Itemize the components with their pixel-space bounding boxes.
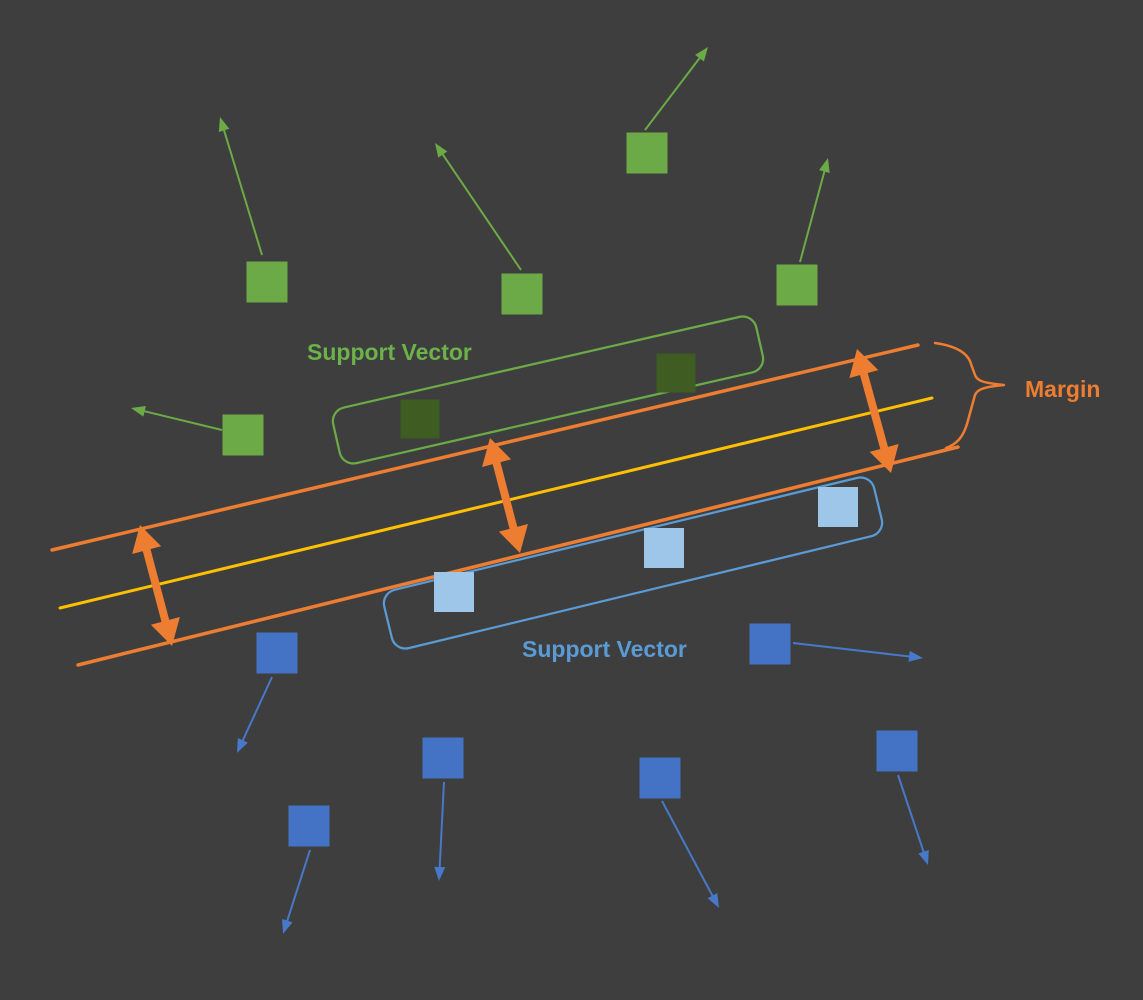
blue-outlier-arrow-shaft bbox=[438, 781, 445, 871]
green-outlier-arrow-shaft bbox=[440, 151, 522, 271]
green-outlier-arrow-shaft bbox=[222, 127, 263, 256]
blue-class-square bbox=[256, 632, 298, 674]
blue-outlier-arrow-shaft bbox=[661, 800, 715, 899]
blue-outlier-arrow-shaft bbox=[240, 676, 273, 744]
arrowhead bbox=[908, 650, 923, 662]
blue-outlier-arrow bbox=[897, 774, 929, 865]
green-support-square bbox=[400, 399, 440, 439]
arrowhead bbox=[695, 47, 708, 62]
arrowhead bbox=[707, 893, 719, 908]
green-outlier-arrow bbox=[218, 117, 263, 256]
blue-outlier-arrow bbox=[237, 676, 273, 753]
support-vector-box-green bbox=[331, 315, 765, 465]
margin-width-arrow-shaft bbox=[491, 456, 519, 535]
arrowhead bbox=[218, 117, 230, 132]
green-outlier-arrow bbox=[435, 143, 522, 271]
arrowhead bbox=[434, 866, 446, 881]
arrowhead bbox=[819, 158, 830, 173]
support-vector-label-blue: Support Vector bbox=[522, 636, 687, 662]
margin-width-arrow bbox=[132, 525, 180, 646]
margin-width-arrow bbox=[849, 349, 899, 473]
blue-class-square bbox=[288, 805, 330, 847]
blue-class-square bbox=[639, 757, 681, 799]
green-outlier-arrow-shaft bbox=[644, 55, 703, 131]
arrowhead bbox=[435, 143, 448, 158]
blue-outlier-arrow bbox=[792, 642, 923, 662]
arrowhead bbox=[131, 405, 146, 417]
arrowhead bbox=[918, 849, 929, 865]
support-vector-box-blue-outline bbox=[382, 476, 884, 650]
green-class-square bbox=[501, 273, 543, 315]
margin-line-upper bbox=[50, 343, 920, 552]
arrowhead bbox=[132, 525, 162, 554]
green-outlier-arrow bbox=[131, 405, 223, 431]
arrowhead bbox=[482, 438, 512, 467]
blue-outlier-arrow bbox=[661, 800, 719, 908]
green-class-square bbox=[626, 132, 668, 174]
blue-outlier-arrow bbox=[434, 781, 446, 881]
arrowhead bbox=[282, 918, 293, 934]
margin-line-lower bbox=[76, 445, 960, 667]
margin-label: Margin bbox=[1025, 376, 1100, 402]
green-class-square bbox=[776, 264, 818, 306]
support-vector-label-green: Support Vector bbox=[307, 339, 472, 365]
blue-class-square bbox=[422, 737, 464, 779]
green-outlier-arrow-shaft bbox=[141, 409, 223, 431]
blue-class-square bbox=[749, 623, 791, 665]
blue-outlier-arrow-shaft bbox=[285, 849, 311, 924]
blue-outlier-arrow-shaft bbox=[897, 774, 926, 855]
blue-support-square bbox=[434, 572, 474, 612]
green-outlier-arrow-shaft bbox=[799, 168, 827, 263]
arrowhead bbox=[849, 349, 879, 379]
decision-boundary-line bbox=[58, 396, 934, 610]
blue-support-square bbox=[644, 528, 684, 568]
arrowhead bbox=[237, 737, 248, 753]
blue-class-square bbox=[876, 730, 918, 772]
arrowhead bbox=[498, 524, 528, 553]
blue-outlier-arrow-shaft bbox=[792, 642, 913, 658]
margin-width-arrow-shaft bbox=[141, 543, 171, 628]
green-class-square bbox=[222, 414, 264, 456]
arrowhead bbox=[150, 617, 180, 646]
margin-width-arrow-shaft bbox=[858, 367, 890, 455]
margin-width-arrow bbox=[482, 438, 528, 553]
green-class-square bbox=[246, 261, 288, 303]
green-outlier-arrow bbox=[644, 47, 708, 131]
arrowhead bbox=[869, 443, 899, 473]
blue-outlier-arrow bbox=[282, 849, 311, 934]
margin-brace bbox=[933, 341, 1006, 450]
support-vector-box-green-outline bbox=[331, 315, 765, 465]
green-support-square bbox=[656, 353, 696, 393]
support-vector-box-blue bbox=[382, 476, 884, 650]
blue-support-square bbox=[818, 487, 858, 527]
green-outlier-arrow bbox=[799, 158, 830, 263]
